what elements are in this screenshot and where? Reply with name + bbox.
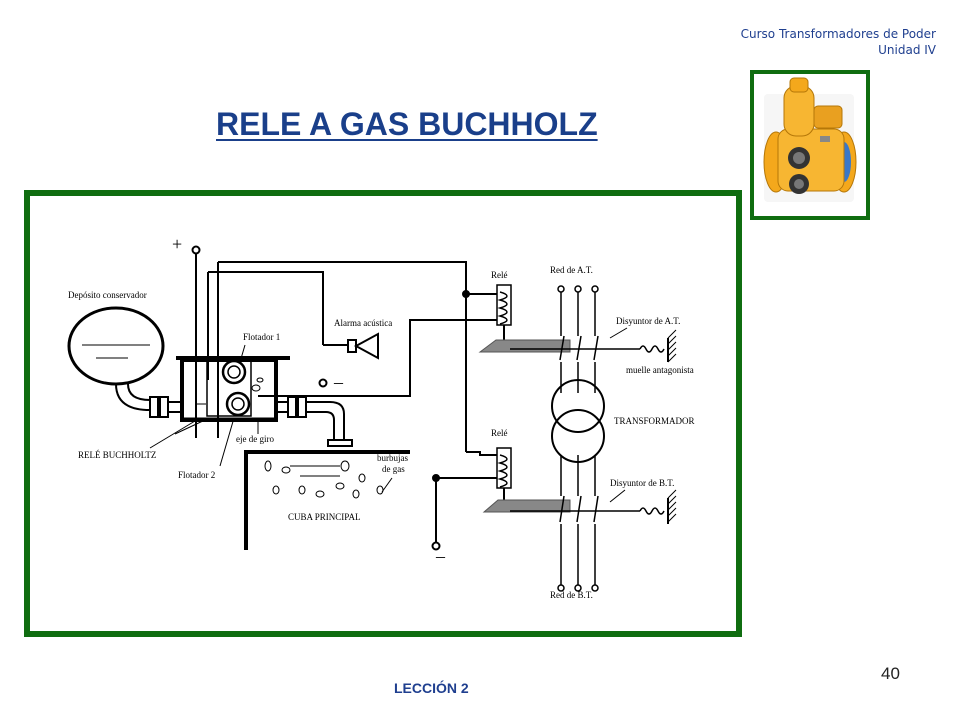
spring-top [639,345,665,353]
deposito-label: Depósito conservador [68,290,147,300]
disyuntor-bt-label: Disyuntor de B.T. [610,478,674,488]
eje-giro-label: eje de giro [236,434,274,444]
float-2 [225,391,251,417]
transformer-primary [551,379,605,433]
transformer-secondary [551,409,605,463]
buchholz-schematic: + – – Depósito conservador Flotador 1 Al… [67,234,695,600]
plus-terminal [191,245,201,255]
relay-photo [750,70,870,220]
page-number: 40 [881,664,900,683]
flotador1-label: Flotador 1 [243,332,280,342]
diagram-panel: + – – Depósito conservador Flotador 1 Al… [24,190,742,637]
transformador-label: TRANSFORMADOR [614,416,695,426]
relay-coil-bottom [496,447,512,489]
burbujas-label-1: burbujas [377,453,408,463]
relay-coil-top [496,284,512,326]
red-bt-label: Red de B.T. [550,590,593,600]
alarm-horn [353,332,379,360]
main-tank [244,450,410,550]
plus-label: + [172,234,182,254]
course-name: Curso Transformadores de Poder [740,27,936,41]
flotador2-label: Flotador 2 [178,470,215,480]
minus-top-label: – [333,372,344,392]
burbujas-label-2: de gas [382,464,405,474]
buchholz-relay-illustration [763,77,857,202]
minus-bottom-label: – [435,546,446,566]
conservator-tank [67,306,165,386]
cuba-label: CUBA PRINCIPAL [288,512,360,522]
lesson-label: LECCIÓN 2 [394,680,469,696]
unit-name: Unidad IV [878,43,936,57]
spring-bottom [639,507,665,515]
rele-top-label: Relé [491,270,508,280]
slide-title: RELE A GAS BUCHHOLZ [216,106,598,142]
muelle-label: muelle antagonista [626,365,694,375]
alarma-label: Alarma acústica [334,318,392,328]
rele-bottom-label: Relé [491,428,508,438]
disyuntor-at-label: Disyuntor de A.T. [616,316,680,326]
rele-buchholtz-label: RELÉ BUCHHOLTZ [78,450,156,460]
float-1 [221,359,247,385]
red-at-label: Red de A.T. [550,265,593,275]
